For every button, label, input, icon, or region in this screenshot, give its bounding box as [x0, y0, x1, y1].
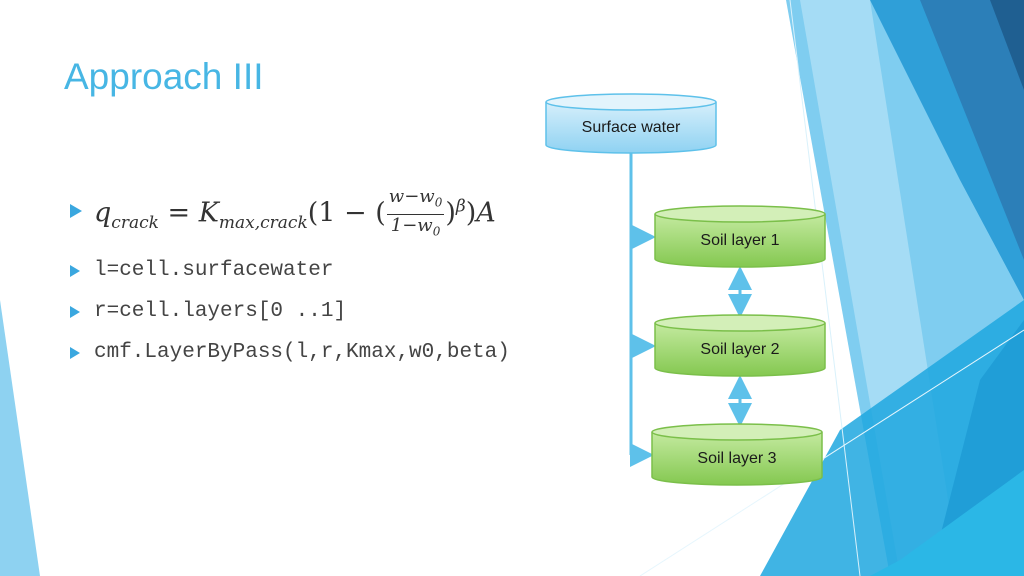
formula-equals: =	[167, 197, 191, 229]
node-soil-layer-3	[651, 423, 823, 486]
node-soil-layer-2	[654, 314, 826, 377]
formula-denominator-sub: 0	[432, 224, 441, 239]
code-line-2: r=cell.layers[0 ..1]	[94, 300, 347, 323]
bullet-arrow-icon	[70, 347, 80, 359]
formula-close-outer: )	[465, 197, 477, 229]
formula-beta: β	[455, 196, 466, 217]
formula-k: K	[198, 197, 219, 229]
bullet-arrow-icon	[70, 265, 80, 277]
formula-numerator: w−w	[388, 186, 435, 207]
formula-q: q	[94, 197, 112, 229]
formula-open: (1 − (	[307, 197, 386, 229]
bullet-arrow-icon	[70, 204, 82, 218]
connectors	[629, 150, 752, 467]
soil-layer-2-label: Soil layer 2	[700, 341, 780, 358]
formula-a: A	[476, 197, 496, 229]
code-line-3: cmf.LayerByPass(l,r,Kmax,w0,beta)	[94, 341, 510, 364]
formula-q-sub: crack	[111, 212, 159, 233]
formula-k-sub: max,crack	[218, 212, 308, 233]
bullet-arrow-icon	[70, 306, 80, 318]
surface-water-label: Surface water	[581, 119, 681, 136]
node-soil-layer-1	[654, 205, 826, 268]
formula-close-inner: )	[445, 197, 456, 229]
soil-layer-3-label: Soil layer 3	[697, 450, 777, 467]
soil-layer-1-label: Soil layer 1	[700, 232, 780, 249]
formula-denominator: 1−w	[390, 214, 433, 236]
formula-numerator-sub: 0	[434, 195, 443, 210]
code-line-1: l=cell.surfacewater	[94, 259, 334, 282]
node-surface-water	[545, 93, 717, 154]
slide-title: Approach III	[64, 56, 264, 97]
